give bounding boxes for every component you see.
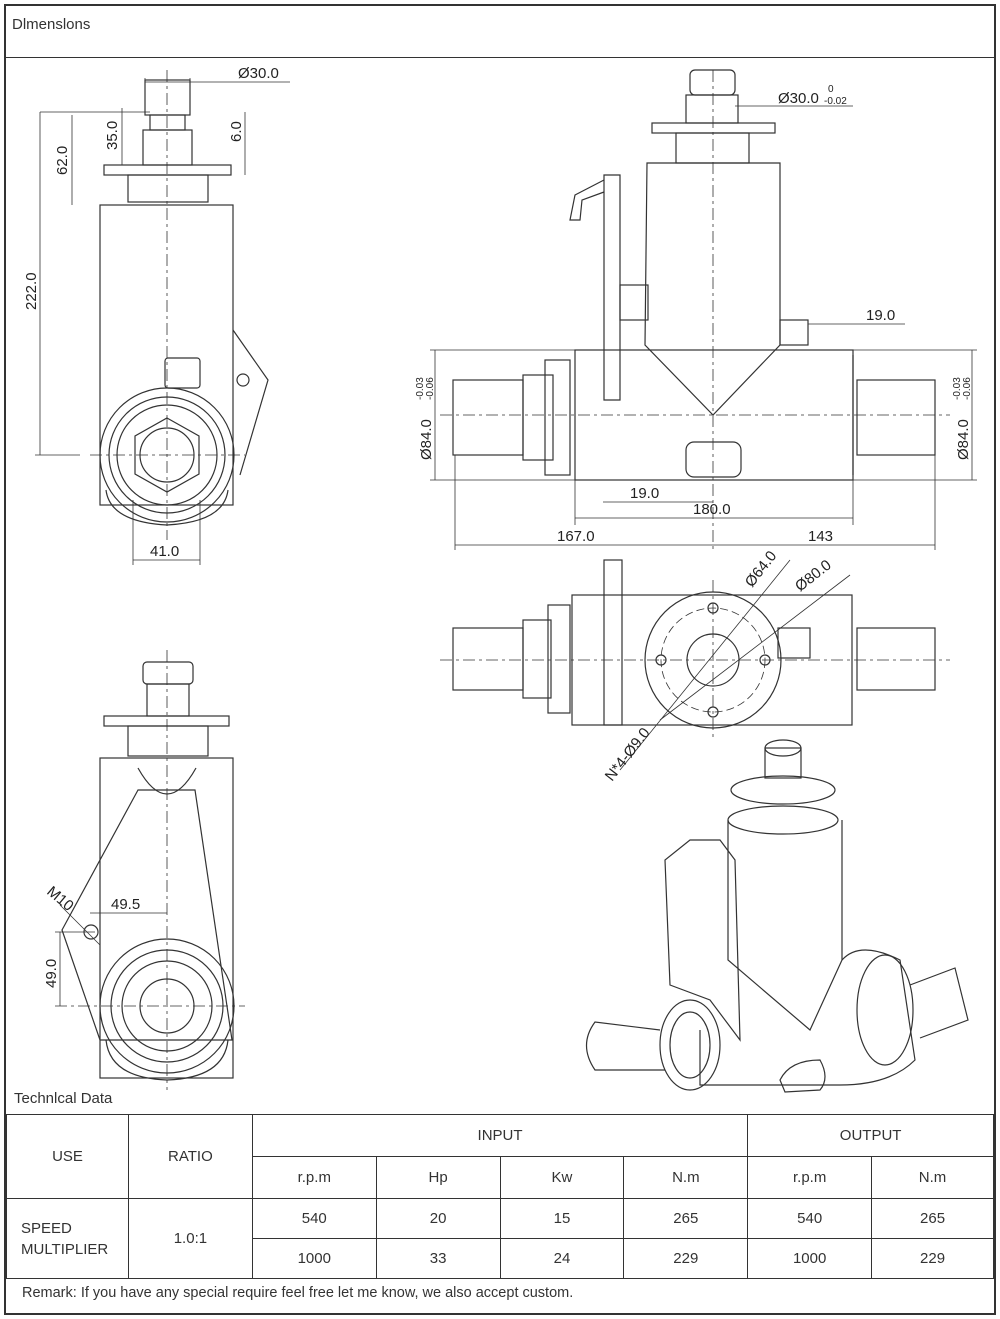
dim-top-holes: N*4-Ø9.0 bbox=[602, 725, 654, 785]
header-ratio: RATIO bbox=[127, 1114, 253, 1199]
header-use: USE bbox=[6, 1114, 129, 1199]
front-sprocket bbox=[544, 359, 571, 476]
header-output-rpm: r.p.m bbox=[747, 1156, 873, 1199]
use-value-line2: MULTIPLIER bbox=[21, 1240, 109, 1258]
side-body bbox=[99, 204, 234, 506]
cell-input-rpm: 540 bbox=[251, 1198, 377, 1239]
use-value: SPEED MULTIPLIER bbox=[6, 1198, 129, 1279]
table-row: SPEED MULTIPLIER 1.0:1 540 20 15 265 540… bbox=[6, 1198, 994, 1279]
dim-front-dia84-left: Ø84.0 bbox=[418, 419, 435, 460]
top-output-shaft bbox=[856, 627, 936, 691]
iso-input-shaft bbox=[585, 1021, 665, 1071]
header-input-rpm: r.p.m bbox=[251, 1156, 377, 1199]
cell-hp: 33 bbox=[375, 1238, 501, 1279]
top-sprocket bbox=[547, 604, 571, 714]
sheet-frame bbox=[4, 4, 996, 1315]
top-input-shaft bbox=[452, 627, 524, 691]
dim-rear-m10: M10 bbox=[43, 883, 76, 915]
top-view bbox=[440, 559, 950, 771]
dim-tol-upper-left: -0.03 bbox=[415, 377, 426, 400]
table-row: 1000 33 24 229 1000 229 bbox=[7, 1238, 994, 1279]
iso-output-end bbox=[856, 954, 914, 1066]
iso-bracket bbox=[664, 839, 741, 1042]
rear-flange bbox=[103, 715, 230, 727]
dim-front-dia30: Ø30.0 bbox=[778, 90, 819, 107]
dim-front-dia30-tol-lower: -0.02 bbox=[824, 96, 847, 107]
front-bracket bbox=[603, 174, 621, 401]
front-output-shaft bbox=[856, 379, 936, 456]
dim-front-167: 167.0 bbox=[557, 528, 595, 545]
cell-output-nm: 229 bbox=[871, 1238, 994, 1279]
rear-bracket-arm bbox=[61, 789, 233, 1041]
header-input-nm: N.m bbox=[623, 1156, 749, 1199]
dim-side-62: 62.0 bbox=[54, 146, 71, 175]
side-bracket bbox=[232, 329, 269, 476]
dim-side-41: 41.0 bbox=[150, 543, 179, 560]
dim-side-35: 35.0 bbox=[104, 121, 121, 150]
cell-output-rpm: 540 bbox=[747, 1198, 873, 1239]
dim-tol-lower-right: -0.06 bbox=[962, 377, 973, 400]
front-view bbox=[430, 69, 977, 550]
rear-body bbox=[99, 757, 234, 1079]
front-flange bbox=[651, 122, 776, 134]
technical-data-table: USE RATIO INPUT OUTPUT r.p.m Hp Kw N.m r… bbox=[6, 1114, 994, 1279]
side-shaft-top bbox=[144, 79, 191, 116]
dim-top-dia80: Ø80.0 bbox=[792, 557, 835, 596]
dim-front-180: 180.0 bbox=[693, 501, 731, 518]
technical-data-title: Technlcal Data bbox=[14, 1090, 113, 1107]
iso-cone-body bbox=[727, 820, 843, 1031]
table-header-row: USE RATIO INPUT OUTPUT bbox=[6, 1114, 994, 1199]
dim-rear-49-5: 49.5 bbox=[111, 896, 140, 913]
cell-kw: 24 bbox=[499, 1238, 625, 1279]
rear-shaft bbox=[146, 683, 190, 717]
dim-top-dia64: Ø64.0 bbox=[742, 548, 781, 591]
dim-side-6: 6.0 bbox=[228, 121, 245, 142]
dim-side-222: 222.0 bbox=[23, 272, 40, 310]
side-view bbox=[35, 70, 290, 565]
cell-output-nm: 265 bbox=[871, 1198, 994, 1239]
rear-view bbox=[55, 650, 245, 1090]
dim-front-19-bottom: 19.0 bbox=[630, 485, 659, 502]
dim-tol-upper-right: -0.03 bbox=[952, 377, 963, 400]
cell-hp: 20 bbox=[375, 1198, 501, 1239]
iso-sprocket bbox=[659, 999, 721, 1091]
iso-flange bbox=[730, 775, 836, 805]
use-value-line1: SPEED bbox=[21, 1219, 72, 1237]
dim-front-19-top: 19.0 bbox=[866, 307, 895, 324]
cell-kw: 15 bbox=[499, 1198, 625, 1239]
cell-input-rpm: 1000 bbox=[251, 1238, 377, 1279]
dim-side-top-dia: Ø30.0 bbox=[238, 65, 279, 82]
side-flange bbox=[103, 164, 232, 176]
header-input-kw: Kw bbox=[499, 1156, 625, 1199]
dimensions-header: Dlmenslons bbox=[6, 6, 994, 58]
dim-front-143: 143 bbox=[808, 528, 833, 545]
dimensions-title: Dlmenslons bbox=[12, 16, 91, 33]
side-shaft-collar bbox=[142, 129, 193, 166]
dim-front-dia30-tol-upper: 0 bbox=[828, 84, 834, 95]
cell-output-rpm: 1000 bbox=[747, 1238, 873, 1279]
front-shaft-top bbox=[689, 69, 736, 96]
cell-input-nm: 229 bbox=[623, 1238, 749, 1279]
isometric-view bbox=[585, 739, 969, 1093]
ratio-value: 1.0:1 bbox=[127, 1198, 253, 1279]
front-input-shaft bbox=[452, 379, 524, 456]
dim-tol-lower-left: -0.06 bbox=[425, 377, 436, 400]
dim-rear-49: 49.0 bbox=[43, 959, 60, 988]
front-cone-body bbox=[644, 162, 781, 416]
header-output-nm: N.m bbox=[871, 1156, 994, 1199]
remark-text: Remark: If you have any special require … bbox=[22, 1285, 574, 1301]
dim-front-dia84-right: Ø84.0 bbox=[955, 419, 972, 460]
header-input-hp: Hp bbox=[375, 1156, 501, 1199]
header-input: INPUT bbox=[251, 1114, 749, 1157]
header-output: OUTPUT bbox=[747, 1114, 994, 1157]
cell-input-nm: 265 bbox=[623, 1198, 749, 1239]
top-bracket bbox=[603, 559, 623, 726]
